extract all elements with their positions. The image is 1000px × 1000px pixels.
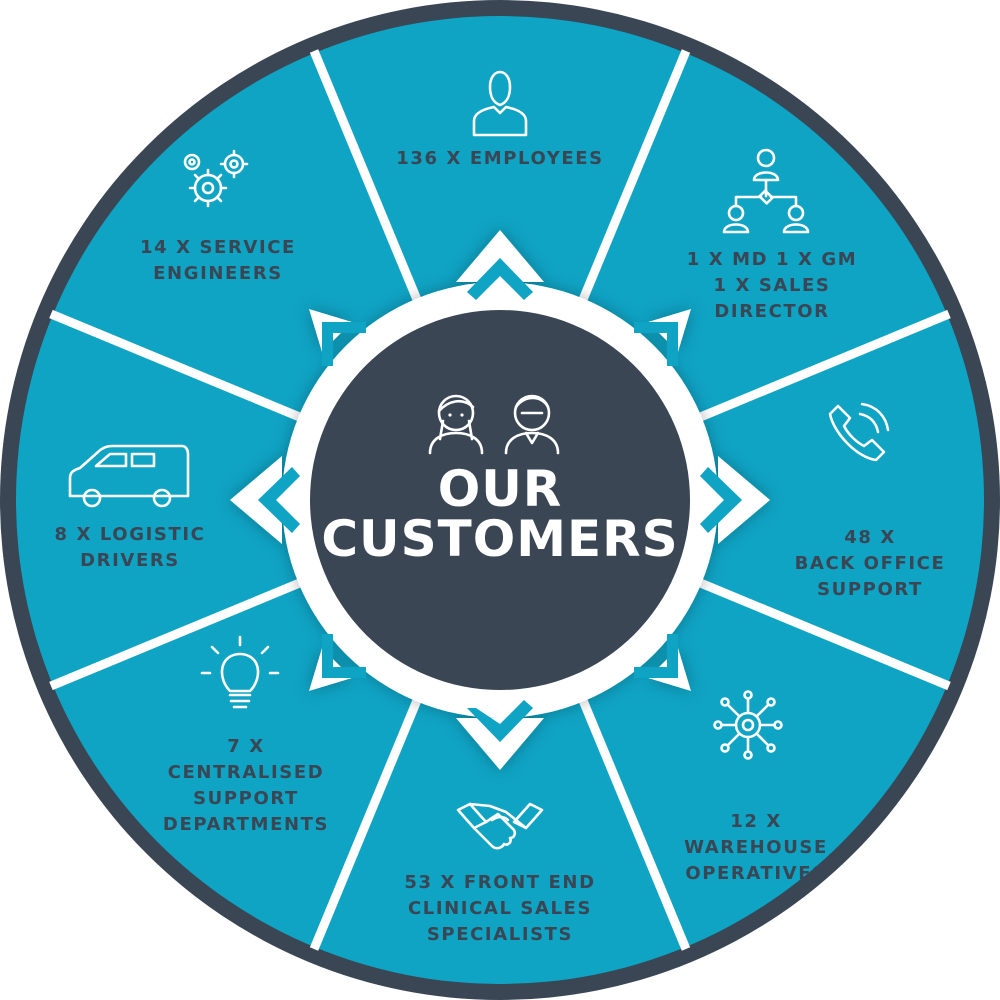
segment-label-line: DIRECTOR — [714, 301, 829, 322]
man-icon — [504, 394, 560, 455]
segment-label-line: 53 X FRONT END — [404, 872, 595, 893]
segment-label-line: CENTRALISED — [168, 762, 325, 783]
segment-label-line: 12 X — [730, 811, 782, 832]
woman-icon — [428, 394, 484, 455]
segment-divider — [673, 309, 951, 432]
network-gear-icon — [713, 690, 783, 760]
segment-label: 14 X SERVICE ENGINEERS — [140, 237, 296, 284]
person-icon — [472, 70, 528, 137]
corner-bracket-top-right-icon — [634, 322, 678, 366]
center-title-line-2: CUSTOMERS — [321, 510, 678, 568]
segment-label: 12 X WAREHOUSE OPERATIVES — [684, 811, 828, 884]
segment-label: 53 X FRONT END CLINICAL SALES SPECIALISTS — [404, 872, 595, 945]
segment-label-line: CLINICAL SALES — [408, 898, 592, 919]
segment-label-line: SPECIALISTS — [427, 924, 573, 945]
van-icon — [68, 444, 190, 508]
segment-label: 8 X LOGISTIC DRIVERS — [55, 524, 206, 571]
segment-label-line: 8 X LOGISTIC — [55, 524, 206, 545]
lightbulb-icon — [200, 635, 280, 709]
segment-divider — [568, 673, 691, 951]
segment-label-line: SUPPORT — [193, 788, 299, 809]
segment-divider — [309, 673, 432, 951]
segment-label-line: OPERATIVES — [685, 863, 826, 884]
segment-label-line: DEPARTMENTS — [163, 814, 329, 835]
corner-bracket-bottom-left-icon — [322, 634, 366, 678]
handshake-icon — [456, 802, 544, 850]
segment-dividers — [49, 49, 951, 951]
segment-label: 48 X BACK OFFICE SUPPORT — [795, 527, 946, 600]
segment-label-line: WAREHOUSE — [684, 837, 828, 858]
segment-divider — [568, 49, 691, 327]
segment-label-line: SUPPORT — [817, 579, 923, 600]
chevron-left-icon — [258, 467, 300, 533]
segment-label: 136 X EMPLOYEES — [396, 148, 603, 169]
segment-label-line: 1 X MD 1 X GM — [687, 249, 857, 270]
gears-icon — [183, 149, 249, 208]
org-chart-icon — [722, 148, 810, 234]
segment-divider — [49, 309, 327, 432]
segment-label-line: 1 X SALES — [714, 275, 831, 296]
segment-label-line: 48 X — [844, 527, 896, 548]
chevron-right-icon — [700, 467, 742, 533]
frame-chevrons — [258, 258, 742, 742]
segment-label-line: 14 X SERVICE — [140, 237, 296, 258]
chevron-down-icon — [467, 700, 533, 742]
segment-label-line: 136 X EMPLOYEES — [396, 148, 603, 169]
segment-divider — [673, 568, 951, 691]
center-disc — [310, 310, 690, 690]
corner-bracket-bottom-right-icon — [634, 634, 678, 678]
center-title-line-1: OUR — [438, 460, 563, 518]
segment-divider — [309, 49, 432, 327]
segment-divider — [49, 568, 327, 691]
segment-label-line: BACK OFFICE — [795, 553, 946, 574]
segment-label-line: ENGINEERS — [153, 263, 283, 284]
segment-label: 1 X MD 1 X GM 1 X SALES DIRECTOR — [687, 249, 857, 322]
segment-label: 7 X CENTRALISED SUPPORT DEPARTMENTS — [163, 736, 329, 835]
phone-icon — [828, 402, 890, 462]
segment-label-line: DRIVERS — [80, 550, 180, 571]
chevron-up-icon — [467, 258, 533, 300]
segment-label-line: 7 X — [227, 736, 264, 757]
corner-bracket-top-left-icon — [322, 322, 366, 366]
segment-labels: 136 X EMPLOYEES 1 X MD 1 X GM 1 X SALES DIR… — [55, 148, 946, 945]
